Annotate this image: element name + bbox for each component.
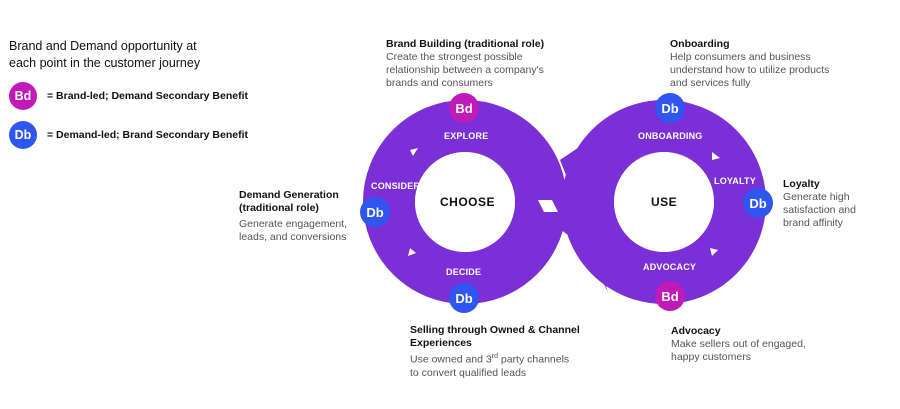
stage-onboarding: ONBOARDING: [638, 131, 703, 141]
callout-description: Make sellers out of engaged, happy custo…: [671, 338, 806, 363]
use-loop: [562, 100, 766, 304]
loyalty-node-badge: Db: [743, 188, 773, 218]
cross-band-lower: [520, 182, 608, 292]
use-label: USE: [651, 195, 678, 209]
ordinal-suffix: rd: [491, 353, 498, 360]
callout-title: Brand Building (traditional role): [386, 38, 545, 50]
legend-item-demand-led: Db = Demand-led; Brand Secondary Benefit: [9, 121, 248, 149]
callout-desc-part: Use owned and 3: [410, 353, 492, 366]
arrow-icon: [408, 248, 416, 256]
decide-node-badge: Db: [449, 283, 479, 313]
explore-node-badge: Bd: [449, 93, 479, 123]
cross-band-upper: [560, 125, 635, 185]
arrow-icon: [712, 152, 720, 160]
callout-desc-part: party channels to convert qualified lead…: [410, 353, 570, 379]
use-center: [614, 152, 714, 252]
stage-decide: DECIDE: [446, 267, 482, 277]
callout-description: Help consumers and business understand h…: [670, 51, 830, 89]
callout-title: Onboarding: [670, 38, 730, 50]
intro-text: Brand and Demand opportunity at each poi…: [9, 39, 201, 70]
callout-demand-generation: Demand Generation (traditional role) Gen…: [239, 189, 351, 244]
callout-description: Use owned and 3rd party channels to conv…: [410, 350, 580, 380]
stage-explore: EXPLORE: [444, 131, 489, 141]
callout-selling: Selling through Owned & Channel Experien…: [410, 324, 580, 380]
choose-center: [415, 152, 515, 252]
stage-consider: CONSIDER: [371, 181, 421, 191]
arrow-icon: [410, 148, 418, 156]
callout-advocacy: Advocacy Make sellers out of engaged, ha…: [671, 325, 821, 364]
stage-advocacy: ADVOCACY: [643, 262, 697, 272]
demand-led-badge: Db: [9, 121, 37, 149]
legend-label: = Demand-led; Brand Secondary Benefit: [47, 129, 249, 141]
callout-brand-building: Brand Building (traditional role) Create…: [386, 38, 561, 90]
callout-title: Loyalty: [783, 178, 820, 190]
callout-description: Generate high satisfaction and brand aff…: [783, 191, 856, 229]
callout-onboarding: Onboarding Help consumers and business u…: [670, 38, 840, 90]
choose-label: CHOOSE: [440, 195, 496, 209]
callout-title: Selling through Owned & Channel Experien…: [410, 324, 580, 349]
arrow-icon: [710, 248, 718, 256]
callout-description: Create the strongest possible relationsh…: [386, 51, 544, 89]
advocacy-node-badge: Bd: [655, 281, 685, 311]
callout-title: Advocacy: [671, 325, 721, 337]
legend-item-brand-led: Bd = Brand-led; Demand Secondary Benefit: [9, 82, 248, 110]
brand-led-badge: Bd: [9, 82, 37, 110]
stage-loyalty: LOYALTY: [714, 176, 756, 186]
legend-label: = Brand-led; Demand Secondary Benefit: [47, 90, 249, 102]
consider-node-badge: Db: [360, 197, 390, 227]
callout-title: Demand Generation (traditional role): [239, 189, 339, 214]
onboarding-node-badge: Db: [655, 93, 685, 123]
crossing-gap: [538, 200, 558, 212]
callout-description: Generate engagement, leads, and conversi…: [239, 218, 347, 243]
callout-loyalty: Loyalty Generate high satisfaction and b…: [783, 178, 883, 230]
